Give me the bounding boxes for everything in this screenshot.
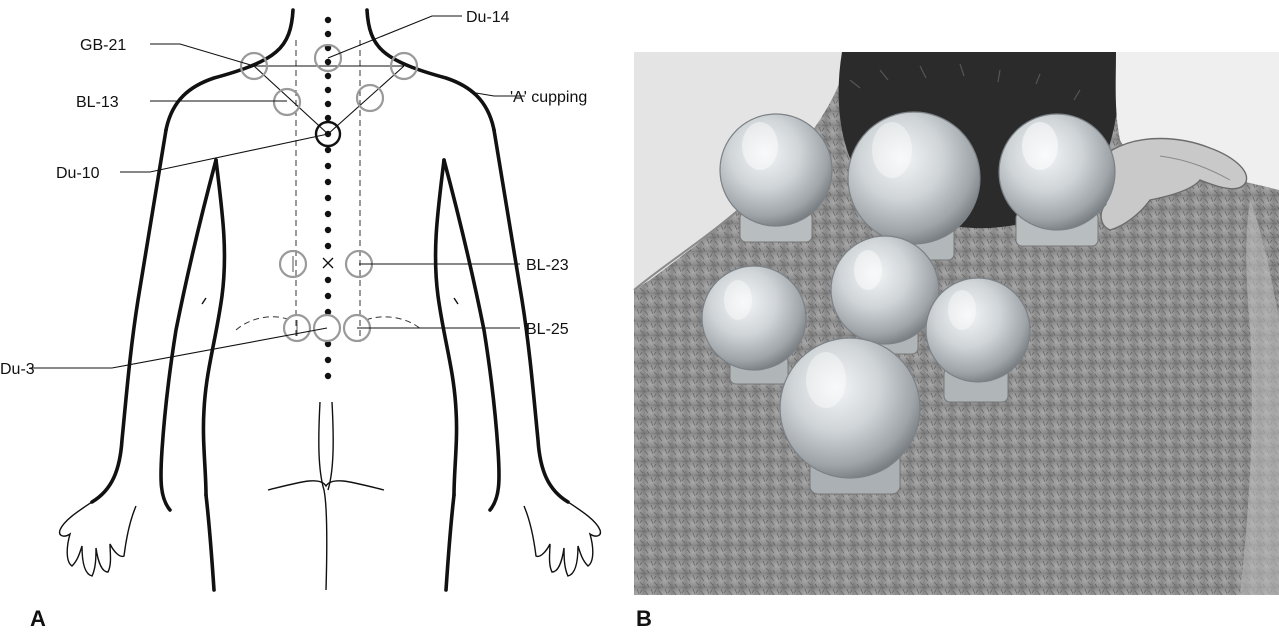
label-gb21: GB-21 <box>80 37 126 54</box>
cross-mark <box>323 258 333 268</box>
cup <box>999 114 1115 246</box>
label-bl23: BL-23 <box>526 257 569 274</box>
label-bl13: BL-13 <box>76 94 119 111</box>
label-bl25: BL-25 <box>526 321 569 338</box>
panel-letter-b: B <box>636 606 652 631</box>
label-du3: Du-3 <box>0 361 35 378</box>
label-du14: Du-14 <box>466 9 510 26</box>
label-a-cupping: 'A' cupping <box>510 89 587 106</box>
panel-b-photo: B <box>634 52 1279 631</box>
panel-a-diagram: GB-21 Du-14 BL-13 'A' cupping Du-10 BL-2… <box>0 9 600 631</box>
panel-letter-a: A <box>30 606 46 631</box>
label-du10: Du-10 <box>56 165 100 182</box>
point-labels: GB-21 Du-14 BL-13 'A' cupping Du-10 BL-2… <box>0 9 587 378</box>
point-bl13-right <box>357 85 383 111</box>
